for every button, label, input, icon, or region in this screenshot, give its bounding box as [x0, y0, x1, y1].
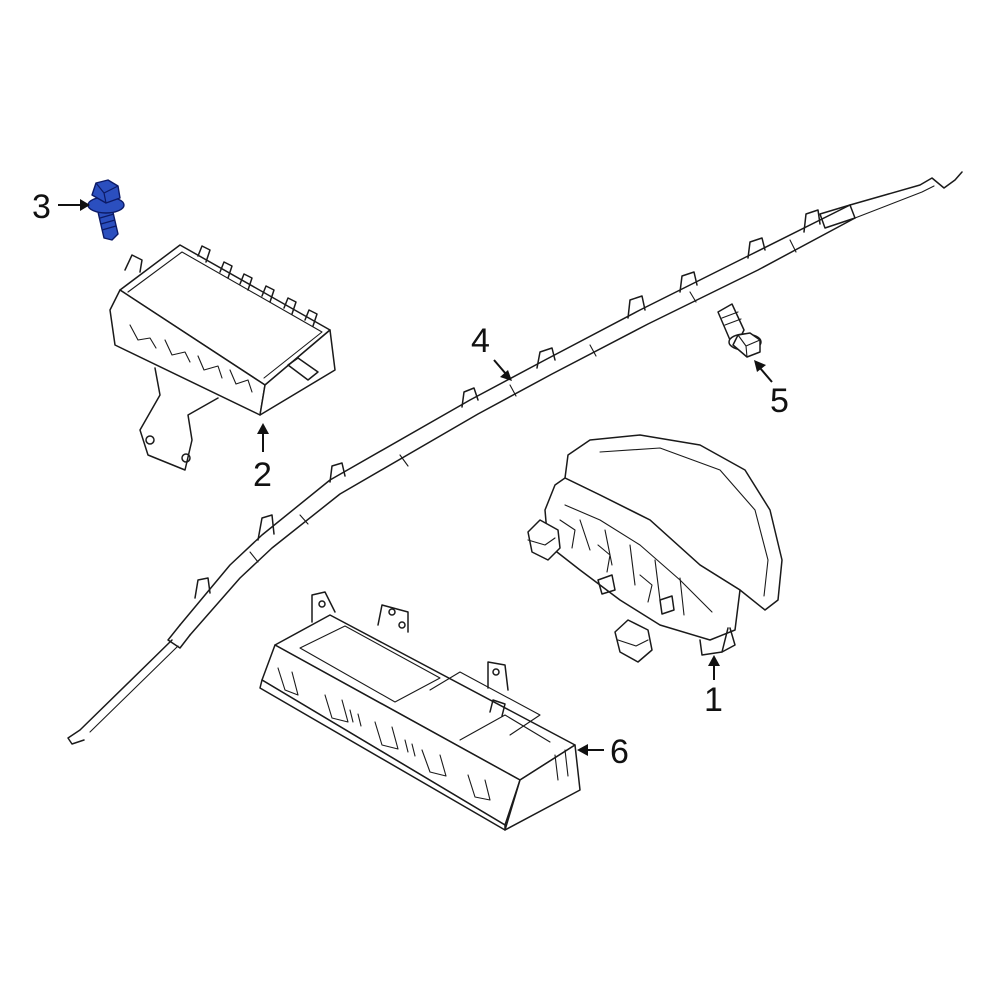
callout-2: 2	[253, 456, 272, 494]
part-4-curtain-airbag[interactable]	[67, 171, 963, 745]
callout-arrows	[58, 199, 773, 756]
callout-1: 1	[704, 681, 723, 719]
callout-5: 5	[770, 382, 789, 420]
callout-6: 6	[610, 733, 629, 771]
part-5-bolt[interactable]	[717, 303, 762, 358]
part-2-passenger-airbag[interactable]	[109, 244, 336, 471]
callout-4: 4	[471, 322, 490, 360]
part-6-knee-airbag[interactable]	[259, 591, 581, 831]
part-3-bolt-highlighted[interactable]	[87, 179, 125, 241]
part-1-driver-airbag[interactable]	[527, 434, 783, 663]
callout-3: 3	[32, 188, 51, 226]
